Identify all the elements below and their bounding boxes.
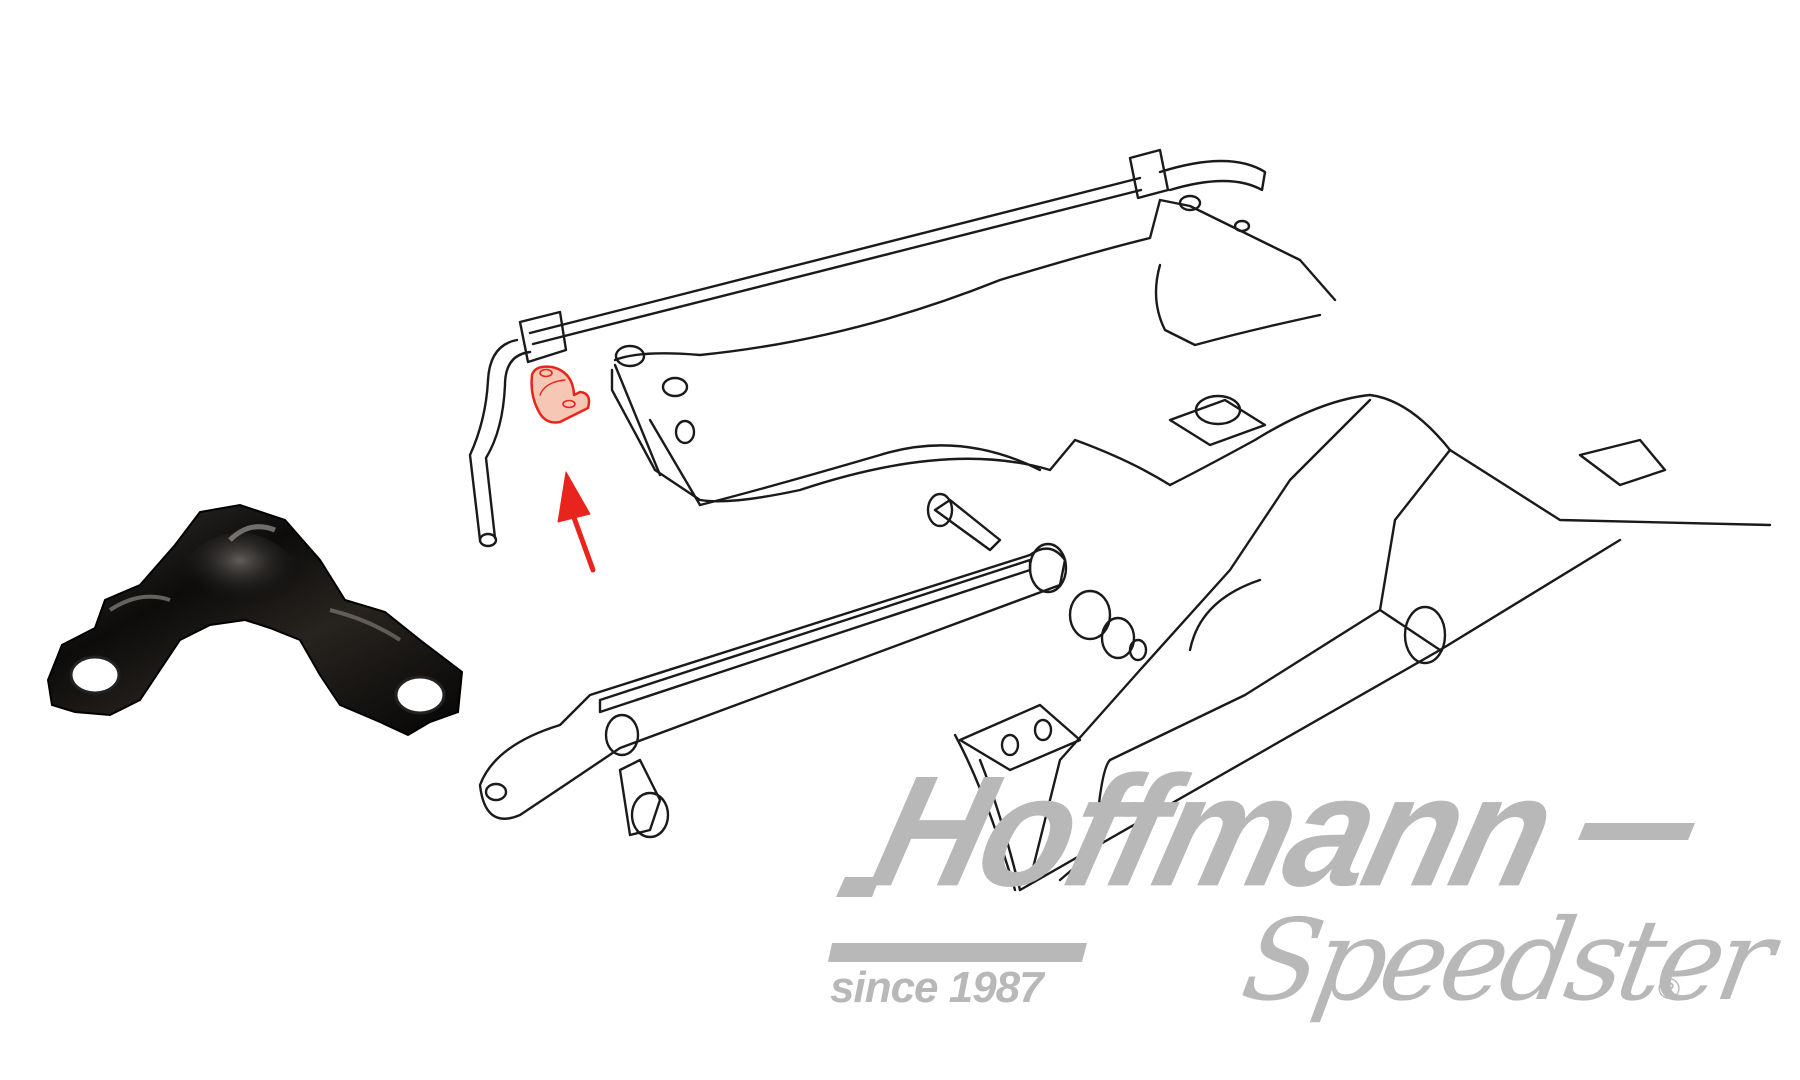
floor-pan	[953, 393, 1772, 892]
trailing-arm	[478, 492, 1148, 839]
chassis-frame	[610, 194, 1337, 507]
highlighted-clamp	[530, 365, 591, 424]
logo-product-word: Speedster	[1233, 896, 1778, 1026]
logo-bar	[828, 943, 1087, 962]
logo-tagline: since 1987	[830, 963, 1044, 1012]
pointer-arrow-icon	[557, 471, 596, 573]
clamp-hole-right	[394, 675, 446, 715]
clamp-hole-left	[69, 655, 121, 695]
logo-underline-left	[836, 877, 880, 897]
sway-bar	[468, 148, 1267, 548]
registered-mark-icon: ®	[1658, 973, 1681, 1006]
logo-dash-right	[1578, 823, 1695, 840]
logo-brand-word: Hoffmann	[858, 742, 1568, 919]
